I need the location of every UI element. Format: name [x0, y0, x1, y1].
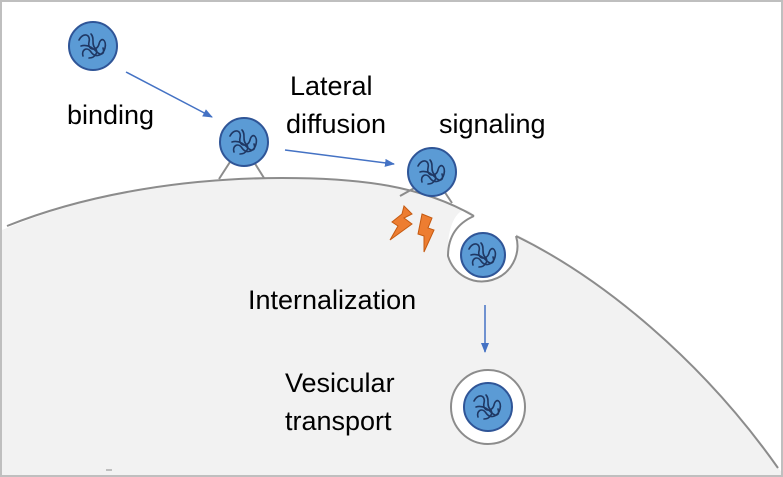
label-signaling: signaling [439, 109, 546, 139]
lightning-bolt-icon [389, 205, 413, 241]
lightning-bolt-icon-2 [417, 213, 435, 253]
lateral-diffusion-arrow [284, 149, 395, 167]
binding-arrow [125, 71, 213, 118]
label-binding: binding [67, 100, 155, 130]
label-vesicular-line1: Vesicular [285, 368, 395, 398]
internalized-particle-icon [460, 232, 506, 278]
label-lateral-line2: diffusion [286, 109, 387, 139]
label-internalization: Internalization [248, 285, 417, 315]
signaling-particle-icon [407, 147, 457, 197]
bound-receptor-icon [218, 161, 265, 180]
label-vesicular-line2: transport [285, 406, 392, 436]
free-particle-icon [68, 21, 118, 71]
cell-membrane-lower [515, 235, 779, 469]
label-lateral-line1: Lateral [290, 71, 373, 101]
vesicle-particle-icon [463, 382, 513, 432]
bound-particle-icon [219, 117, 269, 167]
cell-body [2, 178, 781, 475]
